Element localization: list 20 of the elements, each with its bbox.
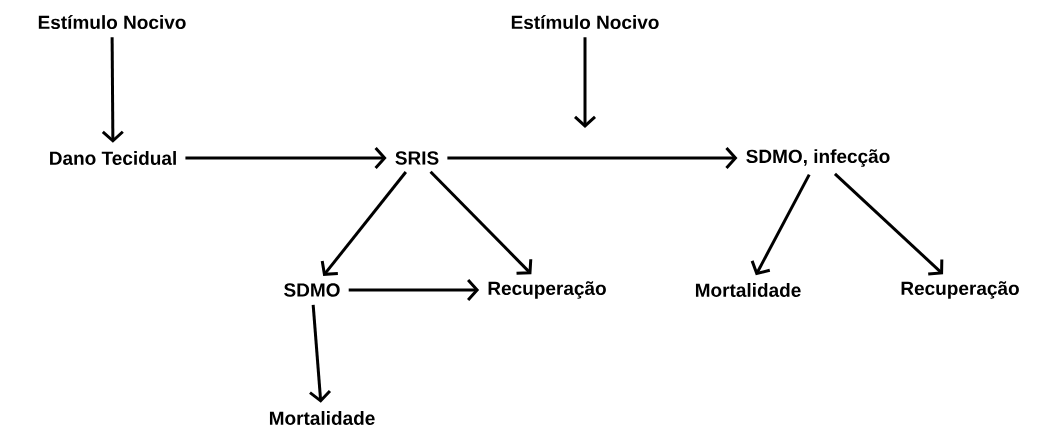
arrow bbox=[429, 170, 533, 275]
node-label: SRIS bbox=[395, 151, 439, 165]
node-label: Mortalidade bbox=[695, 283, 801, 297]
node-label: Estímulo Nocivo bbox=[38, 14, 186, 30]
arrow bbox=[185, 147, 387, 169]
arrow bbox=[101, 37, 124, 143]
node-label: Mortalidade bbox=[269, 411, 375, 425]
arrow bbox=[574, 37, 596, 128]
node-label: Recuperação bbox=[901, 281, 1019, 299]
arrow bbox=[833, 172, 944, 276]
node-label: Dano Tecidual bbox=[50, 151, 176, 165]
node-label: SDMO bbox=[284, 283, 340, 297]
node-label: Recuperação bbox=[488, 281, 606, 299]
node-label: Estímulo Nocivo bbox=[511, 14, 659, 30]
arrow bbox=[750, 173, 811, 276]
arrow bbox=[320, 171, 407, 276]
arrow bbox=[348, 279, 480, 301]
arrow bbox=[447, 147, 738, 169]
arrow bbox=[309, 304, 331, 403]
node-label: SDMO, infecção bbox=[746, 149, 890, 167]
